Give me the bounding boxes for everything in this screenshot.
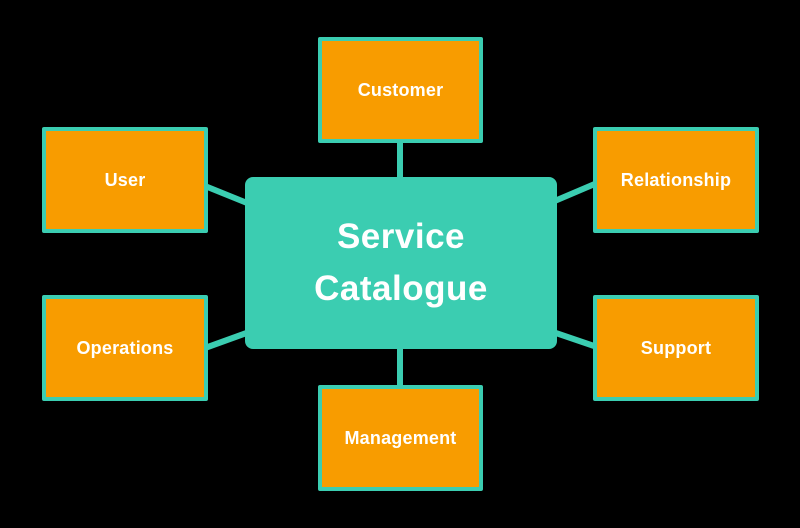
center-node-service-catalogue: Service Catalogue: [245, 177, 557, 349]
connector-relationship-center: [548, 180, 599, 206]
node-support-label: Support: [640, 337, 712, 358]
center-label-line1: Service: [336, 216, 466, 256]
node-relationship-label: Relationship: [620, 169, 732, 190]
center-node-label: Service Catalogue: [314, 211, 488, 316]
node-support: Support: [593, 295, 759, 401]
node-customer: Customer: [318, 37, 483, 143]
connector-support-center: [549, 328, 598, 350]
node-management-label: Management: [344, 427, 457, 448]
node-relationship: Relationship: [593, 127, 759, 233]
node-customer-label: Customer: [357, 79, 444, 100]
node-user-label: User: [104, 169, 146, 190]
connector-user-center: [203, 183, 254, 208]
connector-operations-center: [203, 328, 254, 351]
node-user: User: [42, 127, 208, 233]
node-operations: Operations: [42, 295, 208, 401]
node-management: Management: [318, 385, 483, 491]
node-operations-label: Operations: [76, 337, 174, 358]
center-label-line2: Catalogue: [314, 269, 488, 308]
